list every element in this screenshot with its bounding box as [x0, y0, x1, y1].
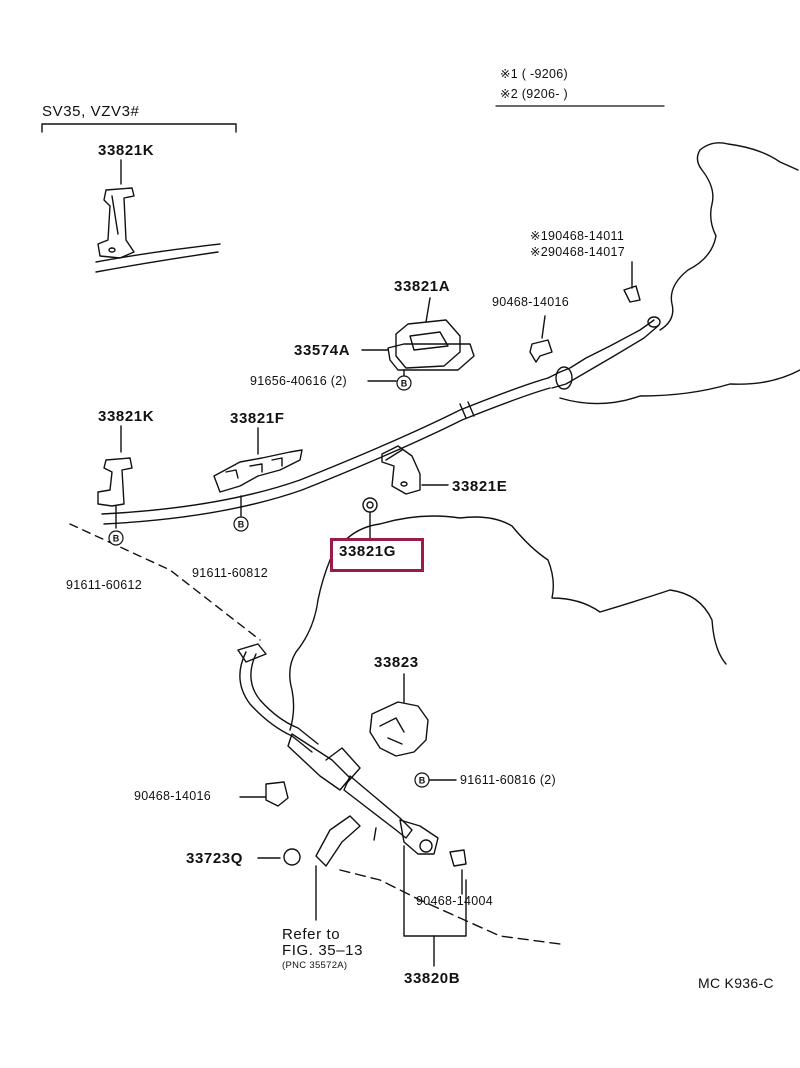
part-label-91611-60612[interactable]: 91611-60612: [66, 578, 143, 592]
bolt-marker-91611-60816-letter: B: [419, 776, 426, 786]
dashed-guide-bottom: [339, 869, 561, 945]
bracket-33821k-top-drawing: [95, 159, 221, 273]
clip-90468-14016-bottom-drawing: [239, 781, 289, 807]
clip-90468-14016-top-drawing: [529, 315, 553, 363]
assembly-bracket-33820b: [403, 845, 467, 967]
highlight-box-33821g: [330, 538, 424, 572]
bolt-marker-91656-letter: B: [401, 379, 408, 389]
bolt-markers: [108, 375, 430, 788]
part-label-33821e[interactable]: 33821E: [452, 478, 508, 495]
transmission-outline-mid: [289, 515, 727, 731]
legend-line-2: ※2 (9206- ): [500, 87, 568, 101]
clip-90468-14011-drawing: [623, 261, 641, 303]
transmission-outline-top: [559, 142, 800, 405]
variant-label: SV35, VZV3#: [42, 103, 140, 120]
part-label-33821a[interactable]: 33821A: [394, 278, 451, 295]
shift-cable-upper: [101, 316, 661, 525]
part-label-90468-14016-bottom[interactable]: 90468-14016: [134, 789, 211, 803]
part-label-91611-60816[interactable]: 91611-60816 (2): [460, 773, 557, 787]
part-label-33821g[interactable]: 33821G: [339, 543, 396, 560]
variant-bracket: [41, 123, 237, 133]
part-label-33723q[interactable]: 33723Q: [186, 850, 243, 867]
bracket-33821k-drawing: [97, 425, 133, 529]
bolt-marker-91611-60812-letter: B: [238, 520, 245, 530]
part-label-33820b[interactable]: 33820B: [404, 970, 461, 987]
part-label-33823[interactable]: 33823: [374, 654, 419, 671]
figure-code: MC K936-C: [698, 975, 774, 991]
cable-33820b-drawing: [237, 643, 439, 855]
dashed-guide-left: [69, 523, 261, 641]
refer-to-line-3: (PNC 35572A): [282, 960, 348, 971]
refer-bracket-drawing: [315, 815, 377, 921]
part-label-90468-14011[interactable]: ※190468-14011: [530, 229, 625, 243]
part-label-90468-14004[interactable]: 90468-14004: [416, 894, 493, 908]
part-label-90468-14016-top[interactable]: 90468-14016: [492, 295, 569, 309]
part-label-33821f[interactable]: 33821F: [230, 410, 285, 427]
refer-to-line-2[interactable]: FIG. 35–13: [282, 942, 364, 959]
cover-33821a-drawing: [361, 297, 475, 382]
part-label-90468-14017[interactable]: ※290468-14017: [530, 245, 626, 259]
part-label-33821k-top[interactable]: 33821K: [98, 142, 155, 159]
legend-line-1: ※1 ( -9206): [500, 67, 568, 81]
bushing-33723q-drawing: [257, 848, 301, 866]
bolt-marker-91611-60812: [233, 516, 249, 532]
bracket-33823-drawing: [369, 673, 457, 781]
bracket-33821f-drawing: [213, 427, 303, 517]
bolt-marker-91611-60612-letter: B: [113, 534, 120, 544]
bolt-marker-91656: [396, 375, 412, 391]
nut-33821g-drawing: [362, 497, 378, 541]
bracket-33821e-drawing: [381, 445, 449, 495]
part-label-33821k[interactable]: 33821K: [98, 408, 155, 425]
clip-90468-14004-drawing: [449, 849, 467, 895]
part-label-91611-60812[interactable]: 91611-60812: [192, 566, 269, 580]
bolt-marker-91611-60816: [414, 772, 430, 788]
part-label-33574a[interactable]: 33574A: [294, 342, 351, 359]
bolt-marker-91611-60612: [108, 530, 124, 546]
part-label-91656-40616[interactable]: 91656-40616 (2): [250, 374, 347, 388]
refer-to-line-1[interactable]: Refer to: [282, 926, 341, 943]
